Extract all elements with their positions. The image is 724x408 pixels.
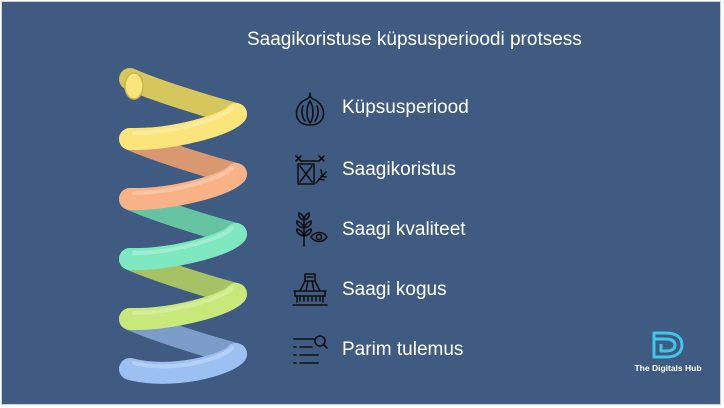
step-parim-tulemus: Parim tulemus xyxy=(290,330,463,370)
coil-back-strand-1 xyxy=(119,68,247,125)
harvester-machine-icon xyxy=(292,273,328,306)
brand-logo-icon xyxy=(652,331,684,359)
coil-front-strand-5 xyxy=(119,343,247,384)
coil-front-strand-1 xyxy=(119,103,247,151)
brand-logo-text: The Digitals Hub xyxy=(634,363,702,373)
step-label: Saagi kvaliteet xyxy=(342,219,466,240)
diagram-title: Saagikoristuse küpsusperioodi protsess xyxy=(247,29,582,50)
step-label: Parim tulemus xyxy=(342,339,464,360)
step-kupsusperiood: Küpsusperiood xyxy=(290,88,469,128)
coil-top-end xyxy=(124,72,144,100)
step-label: Saagikoristus xyxy=(342,159,457,180)
coil-front-strand-2 xyxy=(119,163,247,211)
coil-front-strand-3 xyxy=(119,223,247,271)
plant-eye-icon xyxy=(296,212,328,247)
step-saagi-kogus: Saagi kogus xyxy=(290,270,447,310)
brand-logo: The Digitals Hub xyxy=(628,330,708,373)
step-saagikoristus: Saagikoristus xyxy=(290,150,456,190)
fig-fruit-icon xyxy=(295,92,325,126)
harvest-tools-icon xyxy=(295,155,327,185)
step-label: Küpsusperiood xyxy=(342,97,469,118)
checklist-search-icon xyxy=(293,335,328,364)
step-label: Saagi kogus xyxy=(342,279,447,300)
coil-front-strand-4 xyxy=(119,283,247,331)
step-saagi-kvaliteet: Saagi kvaliteet xyxy=(290,210,466,250)
